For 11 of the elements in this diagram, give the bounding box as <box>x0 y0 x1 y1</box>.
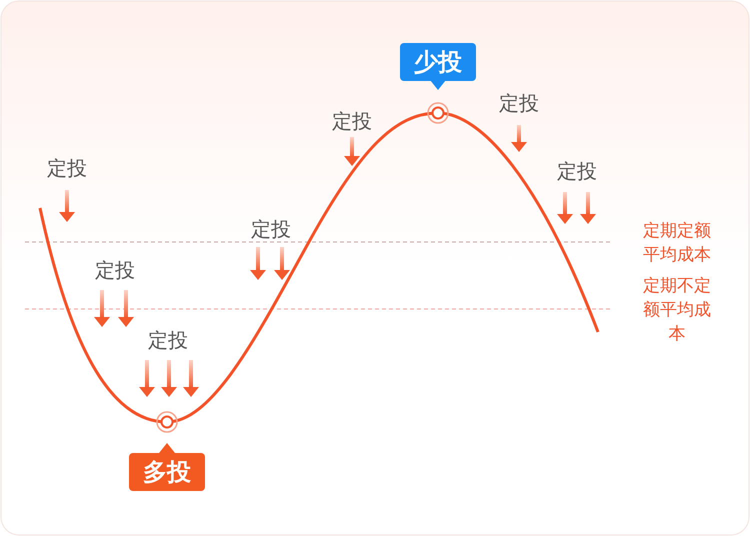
invest-label: 定投 <box>95 260 135 280</box>
invest-label: 定投 <box>251 219 291 239</box>
callout-badge: 多投 <box>129 453 205 491</box>
invest-label: 定投 <box>148 330 188 350</box>
cost-line-label: 定期定额平均成本 <box>642 220 712 267</box>
invest-label: 定投 <box>47 158 87 178</box>
invest-label: 定投 <box>499 93 539 113</box>
cost-line-label: 定期不定额平均成本 <box>642 275 712 346</box>
invest-label: 定投 <box>332 111 372 131</box>
invest-label: 定投 <box>557 161 597 181</box>
callout-badge: 少投 <box>400 43 476 81</box>
